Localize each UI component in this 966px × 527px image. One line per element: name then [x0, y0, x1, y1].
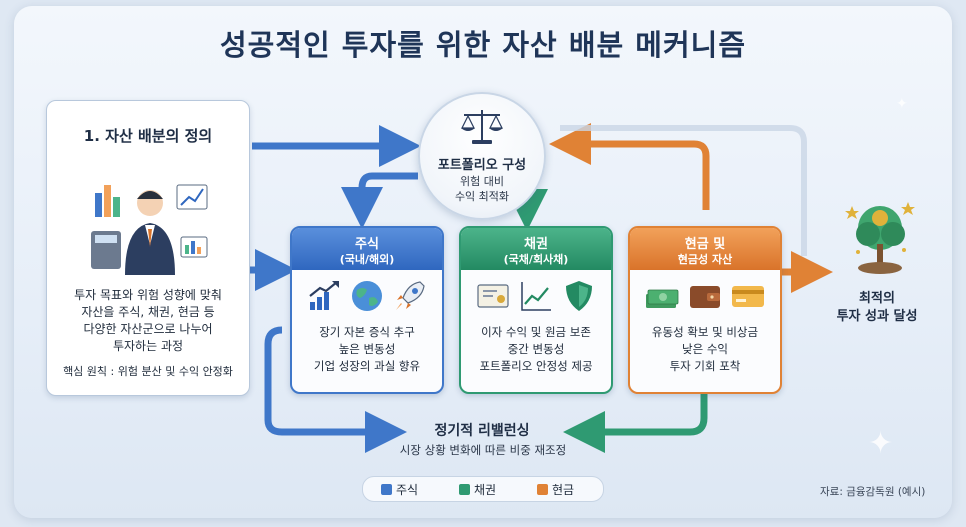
definition-heading: 1. 자산 배분의 정의 [83, 127, 213, 145]
portfolio-title: 포트폴리오 구성 [437, 158, 527, 173]
portfolio-subtitle: 위험 대비 수익 최적화 [454, 175, 510, 203]
growth-chart-icon [309, 281, 339, 310]
money-tree-icon [845, 202, 915, 274]
page-title: 성공적인 투자를 위한 자산 배분 메커니즘 [219, 28, 747, 62]
portfolio-node: 포트폴리오 구성 위험 대비 수익 최적화 [418, 92, 546, 220]
cash-description: 유동성 확보 및 비상금 낮은 수익 투자 기회 포착 [651, 325, 759, 373]
globe-icon [352, 281, 382, 311]
sparkle-icon: ✦ [868, 426, 894, 461]
bond-card: 채권 (국채/회사채) 이자 수익 및 원금 보존 중간 변동성 포트폴리오 안… [459, 226, 613, 394]
legend: 주식 채권 현금 [362, 476, 604, 502]
outcome-label: 최적의 투자 성과 달성 [836, 291, 918, 324]
arrow-portfolio-to-stock [341, 172, 418, 229]
arrow-cash-to-rebalancing [563, 392, 708, 453]
legend-item-bond: 채권 [459, 481, 496, 498]
cash-card-header: 현금 및 현금성 자산 [630, 228, 780, 270]
sparkle-icon: ✦ [896, 96, 908, 112]
stock-card-header: 주식 (국내/해외) [292, 228, 442, 270]
core-principle: 핵심 원칙 : 위험 분산 및 수익 안정화 [63, 365, 233, 378]
stock-card: 주식 (국내/해외) 장기 자본 증식 추구 높은 변동성 기업 성장의 과실 … [290, 226, 444, 394]
certificate-icon [477, 284, 509, 308]
cash-stack-icon [646, 289, 679, 308]
arrow-cash-to-portfolio [549, 123, 710, 210]
bond-description: 이자 수익 및 원금 보존 중간 변동성 포트폴리오 안정성 제공 [479, 325, 593, 373]
rebalancing-title: 정기적 리밸런싱 [434, 423, 530, 439]
line-chart-icon [521, 282, 551, 311]
stock-description: 장기 자본 증식 추구 높은 변동성 기업 성장의 과실 향유 [313, 325, 421, 373]
balance-scale-icon [461, 110, 503, 144]
legend-item-stock: 주식 [381, 481, 418, 498]
wallet-icon [690, 286, 720, 308]
legend-item-cash: 현금 [537, 481, 574, 498]
source-note: 자료: 금융감독원 (예시) [820, 486, 926, 498]
rebalancing-subtitle: 시장 상황 변화에 따른 비중 재조정 [399, 443, 567, 457]
cash-card: 현금 및 현금성 자산 유동성 확보 및 비상금 낮은 수익 투자 기회 포착 [628, 226, 782, 394]
rocket-icon [396, 281, 425, 310]
definition-box: 1. 자산 배분의 정의 투자 목표와 위험 성향에 맞춰 자산을 주식, 채권… [46, 100, 250, 396]
bond-card-header: 채권 (국채/회사채) [461, 228, 611, 270]
definition-text: 투자 목표와 위험 성향에 맞춰 자산을 주식, 채권, 현금 등 다양한 자산… [74, 288, 222, 353]
arrow-rebalancing-loop [264, 326, 407, 453]
arrow-outer-loop [560, 125, 807, 256]
businessman-illustration-icon [91, 184, 208, 275]
credit-card-icon [732, 286, 764, 307]
shield-icon [566, 281, 592, 311]
